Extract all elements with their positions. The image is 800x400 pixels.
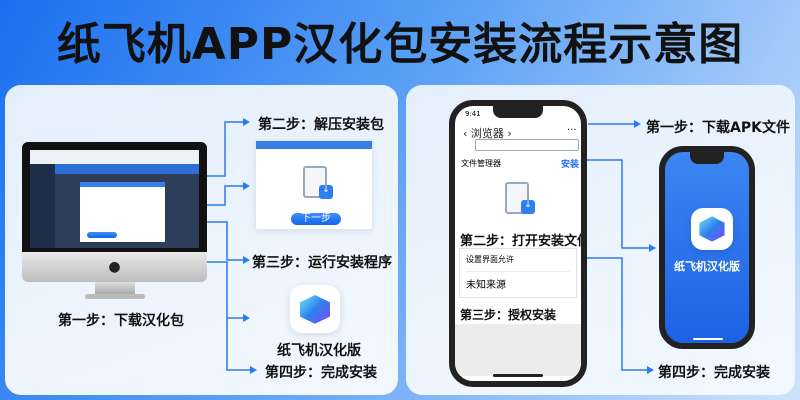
left-step2-label: 第二步：解压安装包 — [258, 117, 384, 133]
monitor-screen — [30, 150, 199, 248]
app-icon — [290, 285, 340, 333]
connector-step3 — [207, 221, 243, 261]
connector-step2 — [207, 121, 245, 177]
right-app-name: 纸飞机汉化版 — [674, 260, 740, 273]
file-manager-label: 文件管理器 — [461, 159, 501, 168]
connector-r-step4 — [582, 257, 648, 371]
install-link[interactable]: 安装 — [561, 160, 580, 170]
download-icon: ↓ — [319, 185, 333, 199]
desktop-monitor — [22, 142, 207, 252]
left-step1-label: 第一步：下载汉化包 — [58, 313, 184, 329]
app-icon[interactable] — [691, 208, 733, 250]
right-step4-label: 第四步：完成安装 — [658, 365, 770, 381]
right-step1-label: 第一步：下载APK文件 — [646, 120, 790, 136]
left-app-name: 纸飞机汉化版 — [277, 343, 361, 359]
monitor-base — [85, 294, 145, 299]
status-time: 9:41 — [465, 110, 481, 118]
connector-r-step2 — [582, 159, 650, 249]
url-field[interactable] — [475, 139, 579, 151]
unzip-dialog: ↓ 下一步 — [255, 140, 373, 230]
phone-installed: 纸飞机汉化版 — [659, 146, 755, 349]
left-step3-label: 第三步：运行安装程序 — [252, 255, 392, 271]
connector-dialog — [207, 185, 245, 206]
home-indicator — [693, 338, 723, 340]
download-icon: ↓ — [521, 200, 535, 214]
home-indicator — [493, 374, 543, 377]
connector-step4 — [207, 261, 252, 371]
phone-installer: 9:41 ‹ 浏览器 › ··· 文件管理器 安装 ↓ 第二步：打开安装文件 设… — [449, 100, 587, 387]
nav-back-button[interactable]: ‹ 浏览器 › — [463, 127, 512, 140]
page-title: 纸飞机APP汉化包安装流程示意图 — [56, 19, 744, 70]
next-button[interactable]: 下一步 — [291, 213, 341, 225]
right-step2-label: 第二步：打开安装文件 — [460, 234, 587, 249]
unknown-source-option[interactable]: 未知来源 — [466, 271, 570, 291]
monitor-chin: ● — [22, 252, 207, 282]
setting-text: 设置界面允许 — [466, 255, 514, 264]
left-step4-label: 第四步：完成安装 — [265, 365, 377, 381]
apple-logo-icon: ● — [108, 259, 121, 275]
monitor-stand — [95, 282, 135, 294]
right-step3-label: 第三步：授权安装 — [460, 308, 557, 322]
more-icon[interactable]: ··· — [567, 125, 577, 136]
settings-card: 设置界面允许 未知来源 — [459, 248, 577, 298]
nav-title: 浏览器 — [470, 127, 504, 140]
